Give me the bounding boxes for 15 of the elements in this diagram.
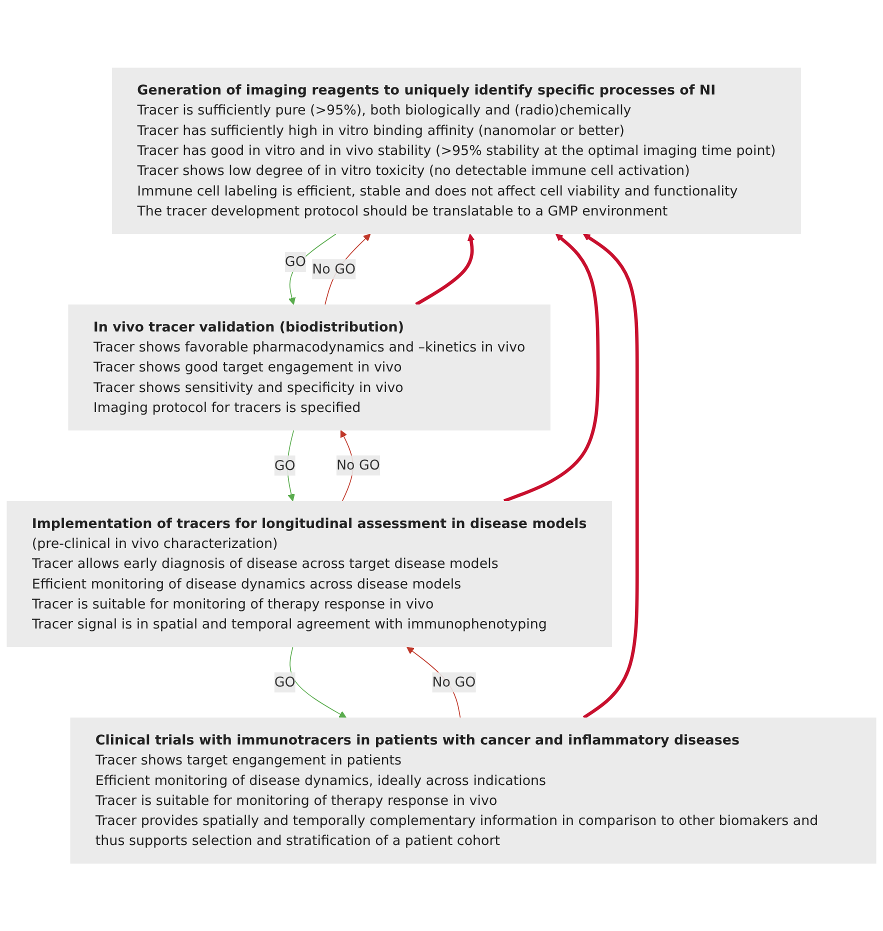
arrow [503,233,600,502]
edge-label: GO [274,674,296,690]
edge-label: No GO [336,456,380,473]
arrow [290,646,346,718]
node-box: Implementation of tracers for longitudinal assessment in disease models (pre-clinical in vivo characterization) Tracer allows early diagnosis of disease across target disease models Efficient monitoring of disease dynamics across disease models Tracer is suitable for monitoring of therapy response in vivo Tracer signal is in spatial and temporal agreement with immunophenotyping [6,500,612,647]
arrow [288,233,336,305]
edge-label: No GO [432,674,476,690]
edge-label: No GO [312,260,356,277]
node-box: In vivo tracer validation (biodistribution) Tracer shows favorable pharmacodynamics and –kinetics in vivo Tracer shows good target engagement in vivo Tracer shows sensitivity and specificity in vivo Imaging protocol for tracers is specified [68,304,550,430]
arrow [582,233,639,719]
node-box: Generation of imaging reagents to uniquely identify specific processes of NI Tracer is sufficiently pure (>95%), both biologically and (radio)chemically Tracer has sufficiently high in vitro binding affinity (nanomolar or better) Tracer has good in vitro and in vivo stability (>95% stability at the optimal imaging time point) Tracer shows low degree of in vitro toxicity (no detectable immune cell activation) Immune cell labeling is efficient, stable and does not affect cell viability and functionality The tracer development protocol should be translatable to a GMP environment [112,68,801,234]
edge-label: GO [274,457,296,473]
edge-label: GO [284,253,306,270]
arrow [415,233,475,306]
node-box: Clinical trials with immunotracers in patients with cancer and inflammatory diseases Tracer shows target engangement in patients Efficient monitoring of disease dynamics, ideally across indications Tracer is suitable for monitoring of therapy response in vivo Tracer provides spatially and temporally complementary information in comparison to other biomakers and thus supports selection and stratification of a patient cohort [70,717,876,864]
